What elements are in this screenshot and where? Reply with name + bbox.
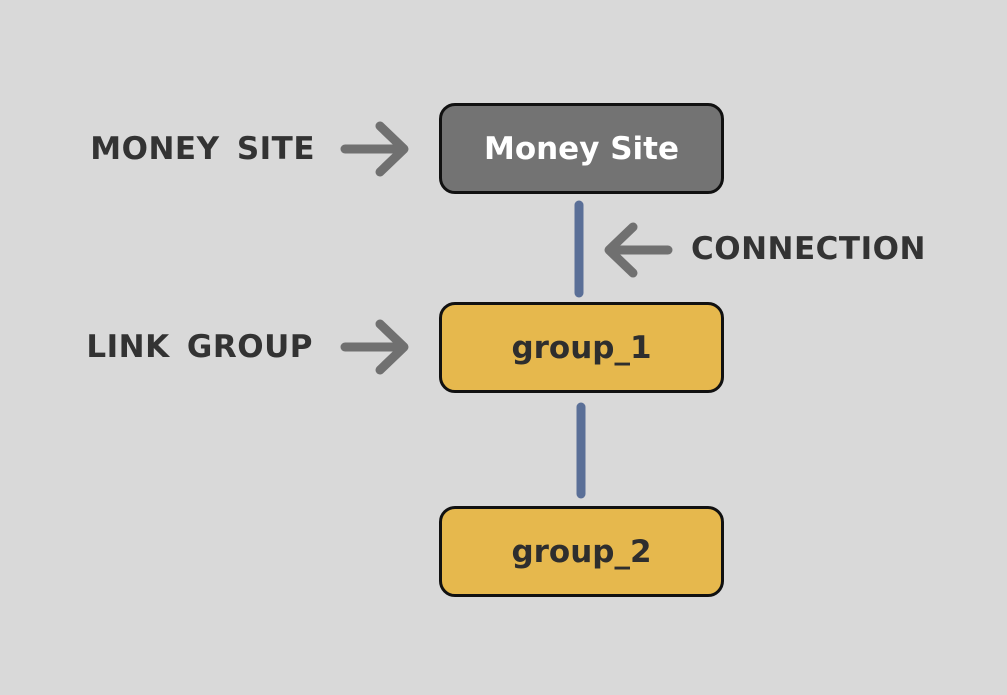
connection-annotation: CONNECTION: [691, 231, 926, 267]
arrow-right-icon: [340, 121, 409, 177]
money-site-node-label: Money Site: [483, 130, 680, 167]
money-site-annotation: MONEY SITE: [90, 131, 315, 167]
group-2-node-label: group_2: [511, 533, 652, 570]
link-group-annotation: LINK GROUP: [86, 329, 313, 365]
money-site-node[interactable]: Money Site: [439, 103, 724, 194]
group-2-node[interactable]: group_2: [439, 506, 724, 597]
group-1-node[interactable]: group_1: [439, 302, 724, 393]
arrow-left-icon: [604, 222, 673, 278]
group-1-node-label: group_1: [511, 329, 652, 366]
arrow-right-icon: [340, 319, 409, 375]
